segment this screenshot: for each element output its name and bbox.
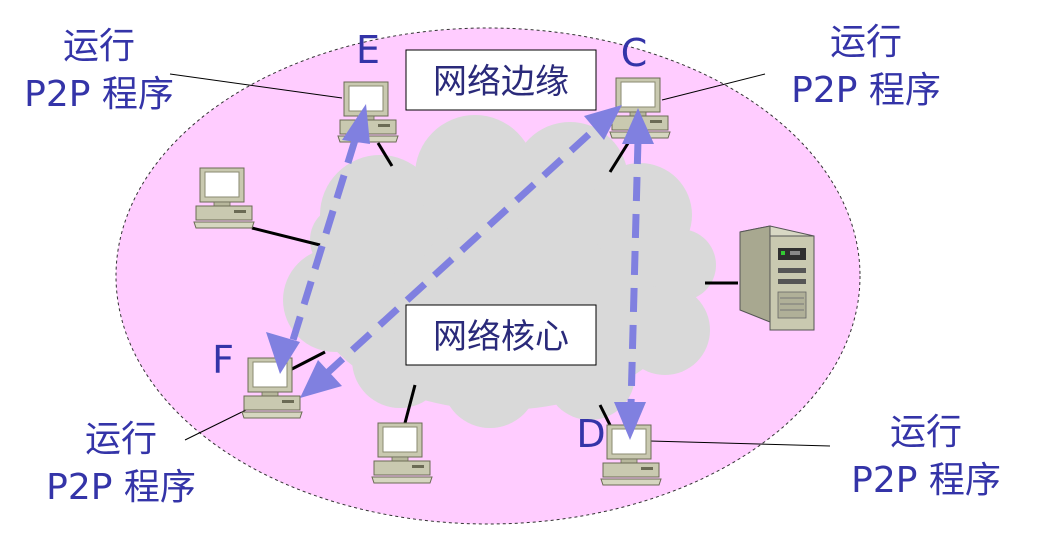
- arrowhead-at-c1: [584, 105, 622, 140]
- arrowhead-at-d: [614, 402, 646, 440]
- p2p-label-bottom-left: 运行 P2P 程序: [46, 419, 196, 508]
- p2p-label-top-left: 运行 P2P 程序: [24, 26, 174, 115]
- core-label-box: 网络核心: [405, 304, 597, 366]
- svg-text:运行: 运行: [85, 419, 157, 460]
- arrow-shaft-f-c: [322, 124, 600, 378]
- connection-lines: [251, 139, 738, 426]
- core-label: 网络核心: [433, 317, 569, 357]
- node-label-e: E: [356, 28, 380, 72]
- p2p-label-bottom-right: 运行 P2P 程序: [851, 412, 1001, 501]
- svg-text:P2P 程序: P2P 程序: [46, 467, 196, 508]
- arrowhead-at-f1: [266, 332, 300, 374]
- node-label-c: C: [621, 31, 648, 75]
- arrowhead-at-c2: [622, 108, 654, 144]
- p2p-connections: [289, 124, 642, 406]
- node-label-d: D: [576, 412, 605, 456]
- edge-label-box: 网络边缘: [405, 49, 597, 111]
- node-label-f: F: [212, 338, 234, 382]
- svg-text:P2P 程序: P2P 程序: [24, 74, 174, 115]
- svg-text:运行: 运行: [63, 26, 135, 67]
- leader-lines: [169, 73, 831, 447]
- arrowhead-at-f2: [300, 360, 342, 398]
- svg-text:P2P 程序: P2P 程序: [851, 460, 1001, 501]
- svg-text:P2P 程序: P2P 程序: [791, 70, 941, 111]
- svg-text:运行: 运行: [830, 22, 902, 63]
- network-core-cloud: [283, 115, 716, 428]
- arrow-shaft-c-d: [627, 139, 642, 406]
- edge-label: 网络边缘: [433, 62, 569, 102]
- arrowhead-at-e: [342, 104, 370, 144]
- svg-text:运行: 运行: [890, 412, 962, 453]
- server-icon: [739, 225, 815, 331]
- arrowheads: [266, 104, 654, 440]
- p2p-label-top-right: 运行 P2P 程序: [791, 22, 941, 111]
